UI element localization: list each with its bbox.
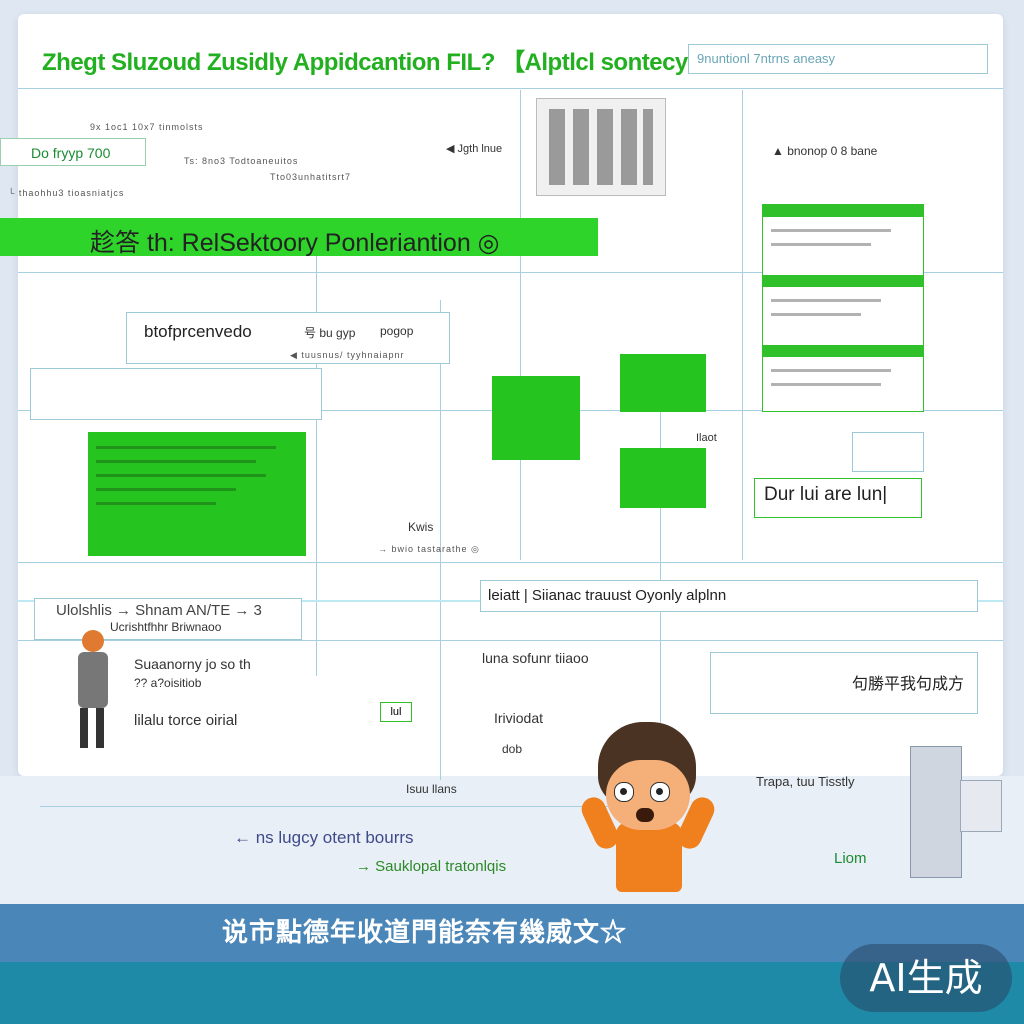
- lower-label-a: luna sofunr tiiaoo: [482, 650, 589, 666]
- mascot-eye: [650, 782, 670, 802]
- green-node: [620, 354, 706, 412]
- small-green-box: lul: [380, 702, 412, 722]
- left-block-f: Isuu llans: [406, 782, 457, 796]
- summary-bar: [480, 580, 978, 612]
- left-block-d: ?? a?oisitiob: [134, 676, 202, 690]
- bottom-note-b: → Sauklopal tratonlqis: [356, 858, 507, 875]
- subtitle-box: 9nuntionl 7ntrns aneasy: [688, 44, 988, 74]
- process-col-3: pogop: [380, 324, 414, 338]
- lower-label-d: Trapa, tuu Tisstly: [756, 774, 855, 789]
- status-box: [754, 478, 922, 518]
- process-sub: ◀ tuusnus/ tyyhnaiapnr: [290, 350, 405, 360]
- connector-line: [18, 562, 1003, 563]
- mascot-mouth: [636, 808, 654, 822]
- connector-line: [18, 272, 1003, 273]
- status-box-text: Dur lui are lun|: [764, 484, 888, 505]
- mid-label-c: Kwis: [408, 520, 434, 534]
- left-block-b: Ucrishtfhhr Briwnaoo: [110, 620, 222, 634]
- type-box: Do fryyp 700: [0, 138, 146, 166]
- lower-label-c: dob: [502, 742, 523, 756]
- top-left-line-4: └ thaohhu3 tioasniatjcs: [8, 188, 125, 198]
- server-rack-icon: [536, 98, 666, 196]
- info-box: [30, 368, 322, 420]
- lower-area: [0, 776, 1024, 904]
- connector-line: [18, 640, 1003, 641]
- process-col-2: 号 bu gyp: [304, 326, 356, 340]
- mid-label-a: Ilaot: [696, 432, 717, 444]
- top-left-line-2: Ts: 8no3 Todtoaneuitos: [184, 156, 299, 166]
- machine-icon: [960, 780, 1002, 832]
- section-banner-text: 趁答 th: RelSektoory Ponleriantion ◎: [90, 229, 500, 257]
- legend-box: [710, 652, 978, 714]
- green-node: [620, 448, 706, 508]
- connector-line: [520, 90, 521, 560]
- top-left-line-3: Tto03unhatitsrt7: [270, 172, 352, 182]
- left-block-c: Suaanorny jo so th: [134, 656, 251, 672]
- bottom-note-a: ← ns lugcy otent bourrs: [234, 828, 414, 847]
- server-label: ◀ Jgth lnue: [446, 143, 503, 155]
- mid-label-b: → bwio tastarathe ◎: [378, 544, 480, 554]
- section-banner: [0, 218, 598, 256]
- connector-line: [18, 88, 1003, 89]
- process-title: btofprcenvedo: [144, 322, 252, 341]
- legend-text: 句勝平我句成方: [852, 674, 965, 693]
- person-figure-icon: [70, 630, 114, 750]
- connector-line: [742, 90, 743, 560]
- document-stack: [762, 204, 924, 412]
- connector-line: [40, 806, 640, 807]
- left-block-e: lilalu torce oirial: [134, 712, 238, 729]
- green-node: [492, 376, 580, 460]
- left-block-a: Ulolshlis → Shnam AN/TE → 3: [56, 602, 262, 619]
- lower-label-e: Liom: [834, 850, 867, 867]
- mascot-body: [616, 822, 682, 892]
- green-panel: [88, 432, 306, 556]
- connector-line: [316, 256, 317, 676]
- diagram-title: Zhegt Sluzoud Zusidly Appidcantion FIL? …: [42, 49, 688, 76]
- right-top-label: ▲ bnonop 0 8 bane: [772, 144, 878, 158]
- machine-icon: [910, 746, 962, 878]
- small-info-box: [852, 432, 924, 472]
- summary-bar-text: leiatt | Siianac trauust Oyonly alplnn: [488, 587, 727, 604]
- ai-generated-badge: AI生成: [840, 944, 1012, 1012]
- top-left-line-1: 9x 1oc1 10x7 tinmolsts: [90, 122, 204, 132]
- left-block-box: [34, 598, 302, 640]
- mascot-eye: [614, 782, 634, 802]
- lower-label-b: Iriviodat: [494, 710, 544, 726]
- process-box: [126, 312, 450, 364]
- connector-line: [440, 300, 441, 780]
- footer-caption: 说市點德年收道門能奈有幾威文☆: [222, 917, 628, 947]
